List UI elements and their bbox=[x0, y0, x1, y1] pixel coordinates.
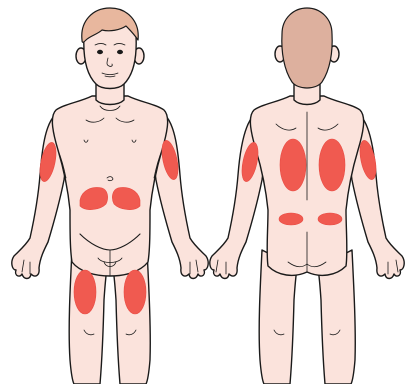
back-left-buttock-mark bbox=[279, 213, 303, 225]
back-view bbox=[210, 8, 404, 384]
front-left-thigh-mark bbox=[74, 270, 96, 314]
back-right-buttock-mark bbox=[318, 213, 342, 225]
back-right-flank-mark bbox=[319, 139, 345, 191]
front-view bbox=[12, 8, 208, 384]
front-right-thigh-mark bbox=[124, 270, 146, 314]
back-head-hair bbox=[282, 8, 332, 88]
back-left-flank-mark bbox=[280, 139, 306, 191]
front-torso bbox=[52, 96, 167, 276]
